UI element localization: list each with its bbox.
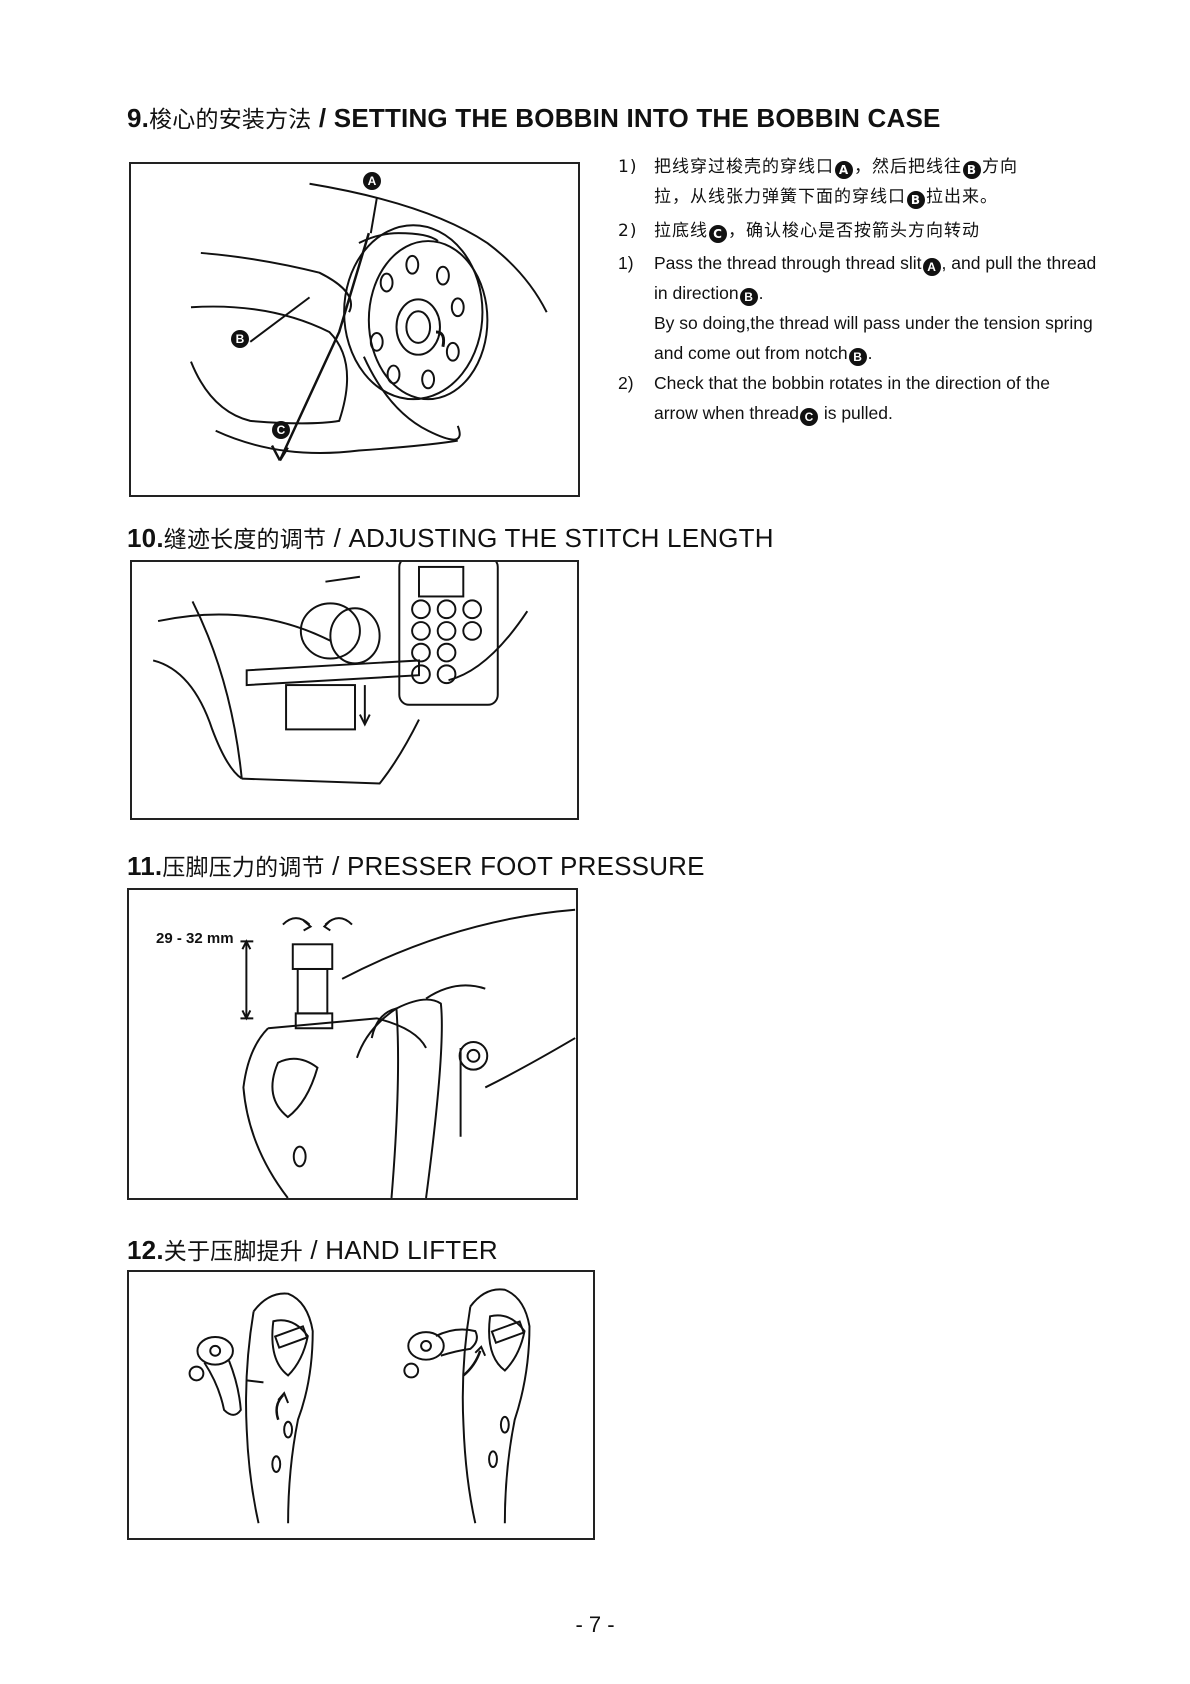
presser-foot-screw-drawing <box>240 908 576 1198</box>
page-number: - 7 - <box>575 1612 615 1637</box>
bobbin-case-drawing <box>190 182 548 462</box>
label-b-badge: B <box>963 161 981 179</box>
instruction-en-2: 2) Check that the bobbin rotates in the … <box>618 373 1050 426</box>
section-12-heading: 12.关于压脚提升 / HAND LIFTER <box>127 1232 498 1266</box>
label-c-badge: C <box>709 225 727 243</box>
heading-separator: / <box>326 523 349 553</box>
label-b-marker: B <box>231 330 249 348</box>
label-c-badge: C <box>799 408 818 426</box>
heading-en: PRESSER FOOT PRESSURE <box>347 851 705 881</box>
section-10-heading: 10.缝迹长度的调节 / ADJUSTING THE STITCH LENGTH <box>127 520 774 554</box>
label-a-marker: A <box>363 172 381 190</box>
hand-lifter-drawing <box>188 1288 531 1524</box>
heading-zh: 梭心的安装方法 <box>149 107 312 133</box>
section-9-heading: 9.梭心的安装方法 / SETTING THE BOBBIN INTO THE … <box>127 100 941 134</box>
bobbin-case-figure <box>129 162 580 497</box>
label-c-marker: C <box>272 421 290 439</box>
section-number: 10. <box>127 523 164 553</box>
dimension-label: 29 - 32 mm <box>156 930 234 947</box>
heading-en: ADJUSTING THE STITCH LENGTH <box>348 523 774 553</box>
heading-en: HAND LIFTER <box>325 1235 498 1265</box>
heading-zh: 缝迹长度的调节 <box>163 527 327 553</box>
section-number: 11. <box>127 851 163 881</box>
heading-separator: / <box>302 1235 326 1265</box>
label-a-badge: A <box>835 161 853 179</box>
label-b-badge: B <box>907 191 925 209</box>
hand-lifter-figure <box>127 1270 595 1540</box>
heading-zh: 压脚压力的调节 <box>162 855 325 881</box>
heading-zh: 关于压脚提升 <box>163 1239 303 1265</box>
label-b-badge: B <box>848 348 867 366</box>
heading-separator: / <box>324 851 347 881</box>
section-11-heading: 11.压脚压力的调节 / PRESSER FOOT PRESSURE <box>127 848 705 882</box>
presser-foot-figure <box>127 888 578 1200</box>
label-b-badge: B <box>739 288 758 306</box>
heading-en: SETTING THE BOBBIN INTO THE BOBBIN CASE <box>333 103 941 133</box>
section-number: 9. <box>127 103 150 133</box>
label-a-badge: A <box>922 258 941 276</box>
stitch-length-figure <box>130 560 579 820</box>
section-number: 12. <box>127 1235 164 1265</box>
heading-separator: / <box>311 103 334 133</box>
stitch-length-dial-drawing <box>152 562 529 785</box>
